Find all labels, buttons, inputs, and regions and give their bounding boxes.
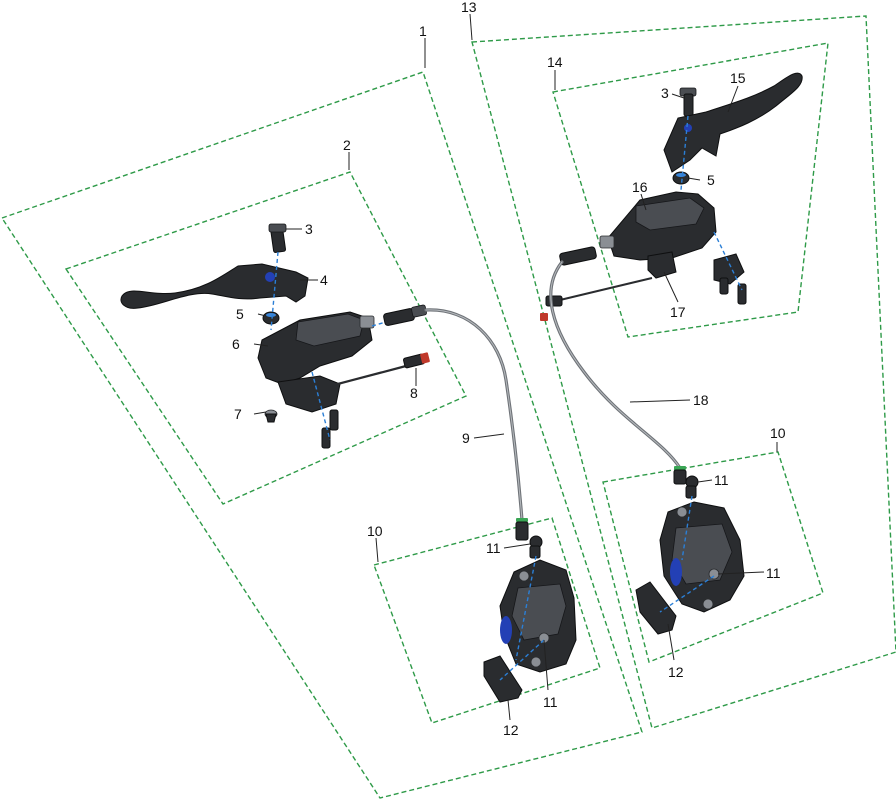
callout-2: 2 <box>343 137 351 153</box>
group-2-border <box>64 171 467 505</box>
callout-18: 18 <box>693 392 709 408</box>
callout-10-right: 10 <box>770 425 786 441</box>
centerline-pad-left <box>499 639 545 681</box>
callout-14: 14 <box>547 54 563 70</box>
group-14-border <box>552 42 829 338</box>
callout-12-left: 12 <box>503 722 519 738</box>
callout-16: 16 <box>632 179 648 195</box>
group-1-border <box>0 71 643 799</box>
callout-3-right: 3 <box>661 85 669 101</box>
callout-6: 6 <box>232 336 240 352</box>
callout-11-left-bottom: 11 <box>543 694 558 710</box>
banjo-bolt-11-right-top <box>685 475 699 499</box>
group-10-left-border <box>373 517 601 724</box>
centerline-caliper-left <box>515 555 537 661</box>
centerline-pad-right <box>659 575 715 613</box>
master-cylinder-16 <box>599 191 717 261</box>
callout-11-right-bottom: 11 <box>766 565 781 581</box>
brake-caliper-right <box>659 501 745 613</box>
callout-12-right: 12 <box>668 664 684 680</box>
callout-7: 7 <box>234 406 242 422</box>
callout-17: 17 <box>670 304 686 320</box>
callout-3-left: 3 <box>305 221 313 237</box>
callout-8: 8 <box>410 385 418 401</box>
group-13-border <box>471 15 896 729</box>
callout-9: 9 <box>462 430 470 446</box>
bolt-3-right <box>679 87 697 117</box>
callout-11-left-top: 11 <box>486 540 501 556</box>
callout-5-left: 5 <box>236 306 244 322</box>
banjo-bolt-11-left-top <box>529 535 543 559</box>
clamp-right <box>713 253 747 305</box>
brake-lever-4 <box>120 263 309 309</box>
callout-11-right-top: 11 <box>714 472 729 488</box>
clamp-bolts-left <box>321 409 339 449</box>
leader-lines <box>253 13 778 721</box>
brake-hose-9 <box>383 304 529 541</box>
switch-cable-8 <box>329 352 430 388</box>
brake-pad-12-left <box>483 655 523 703</box>
brake-pad-12-right <box>635 581 677 635</box>
master-cylinder-6 <box>257 311 375 413</box>
callout-15: 15 <box>730 70 746 86</box>
bushing-5-right <box>672 171 690 185</box>
brake-hose-18 <box>549 246 687 485</box>
centerline-lever-right <box>680 115 689 191</box>
centerline-caliper-right <box>681 495 693 561</box>
centerline-hose-left <box>371 321 387 327</box>
centerline-clamp-right <box>713 231 743 291</box>
centerline-lever-left <box>270 251 279 331</box>
bolt-3-left <box>268 223 287 253</box>
callout-4: 4 <box>320 272 328 288</box>
screw-7 <box>264 409 278 423</box>
centerline-clamp-left <box>311 371 331 441</box>
callout-5-right: 5 <box>707 172 715 188</box>
callout-13: 13 <box>461 0 477 15</box>
callout-1: 1 <box>419 23 427 39</box>
callout-10-left: 10 <box>367 523 383 539</box>
brake-caliper-left <box>499 559 577 673</box>
